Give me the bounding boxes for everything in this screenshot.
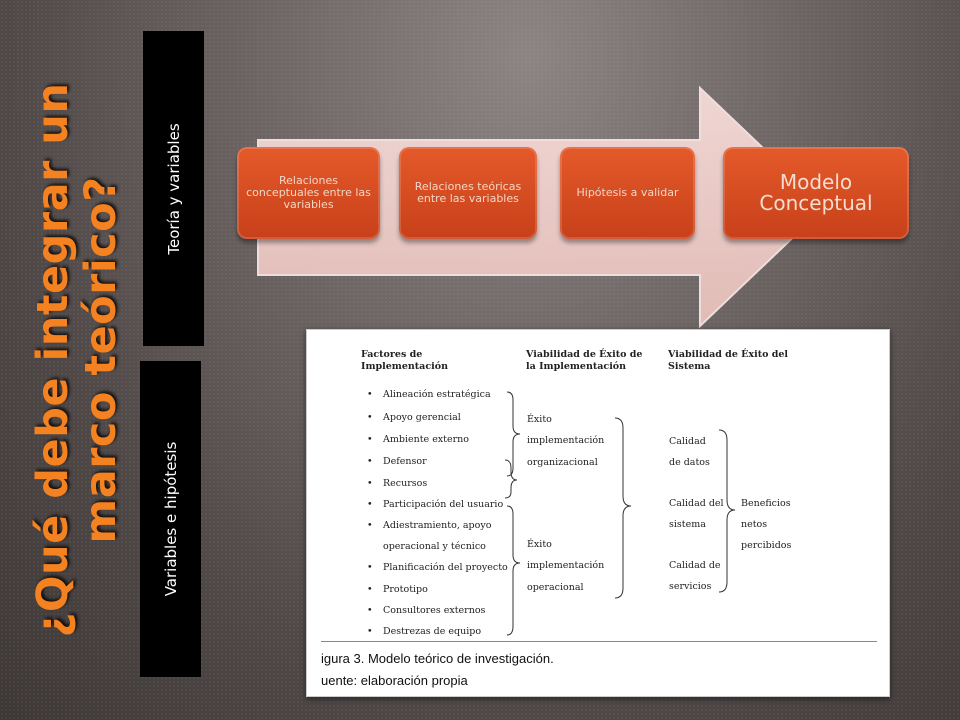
impl-1-line-3: organizacional <box>527 457 598 468</box>
impl-2-line-1: Éxito <box>527 539 552 550</box>
sys-1-line-2: de datos <box>669 457 710 468</box>
factor-bullet: • <box>367 499 373 510</box>
header-system: Viabilidad de Éxito del Sistema <box>668 349 789 372</box>
factor-item: Participación del usuario <box>383 499 504 510</box>
impl-2-line-3: operacional <box>527 582 584 593</box>
sys-2-line-1: Calidad del <box>669 498 724 509</box>
brace-connectors <box>504 391 736 636</box>
factor-bullet: • <box>367 605 373 616</box>
brace <box>614 417 632 599</box>
sys-3-line-2: servicios <box>669 581 712 592</box>
header-implementation: Viabilidad de Éxito de la Implementación <box>526 349 643 372</box>
factor-item: Destrezas de equipo <box>383 626 482 637</box>
factor-item: Adiestramiento, apoyo <box>383 520 492 531</box>
factor-item: Consultores externos <box>383 605 486 616</box>
brace <box>506 391 521 477</box>
step-box-4: Modelo Conceptual <box>723 147 909 239</box>
sidebar-bar-theory: Teoría y variables <box>143 31 204 346</box>
benefit-line-1: Beneficios <box>741 498 791 509</box>
factor-item: Ambiente externo <box>383 434 469 445</box>
benefit-line-2: netos <box>741 519 768 530</box>
impl-1-line-2: implementación <box>527 435 605 446</box>
factor-bullet: • <box>367 584 373 595</box>
factor-item: Planificación del proyecto <box>383 562 508 573</box>
step-label-1: Relaciones conceptuales entre las variab… <box>246 174 371 211</box>
factor-bullet: • <box>367 456 373 467</box>
brace <box>506 505 521 636</box>
brace <box>718 429 736 593</box>
factor-bullet: • <box>367 434 373 445</box>
step-label-3: Hipótesis a validar <box>576 186 679 199</box>
sys-3-line-1: Calidad de <box>669 560 721 571</box>
step-box-2: Relaciones teóricas entre las variables <box>399 147 537 239</box>
factor-item: Alineación estratégica <box>383 389 491 400</box>
factor-bullet: • <box>367 478 373 489</box>
sys-1-line-1: Calidad <box>669 436 706 447</box>
step-label-4: Modelo Conceptual <box>759 170 873 215</box>
sidebar-bar-hypothesis: Variables e hipótesis <box>140 361 201 677</box>
step-label-2: Relaciones teóricas entre las variables <box>414 180 522 205</box>
factor-bullet: • <box>367 389 373 400</box>
factor-item: Recursos <box>383 478 428 489</box>
factor-item: Defensor <box>383 456 427 467</box>
factor-bullet: • <box>367 412 373 423</box>
impl-1-line-1: Éxito <box>527 414 552 425</box>
step-box-1: Relaciones conceptuales entre las variab… <box>237 147 380 239</box>
factor-bullet: • <box>367 520 373 531</box>
brace <box>504 459 518 499</box>
figure-caption: igura 3. Modelo teórico de investigación… <box>321 651 554 666</box>
factor-bullet: • <box>367 626 373 637</box>
sys-2-line-2: sistema <box>669 519 706 530</box>
factor-item: Prototipo <box>383 584 428 595</box>
impl-2-line-2: implementación <box>527 560 605 571</box>
model-figure: Factores de Implementación Viabilidad de… <box>306 329 890 697</box>
step-box-3: Hipótesis a validar <box>560 147 695 239</box>
factor-item: Apoyo gerencial <box>383 412 461 423</box>
benefit-line-3: percibidos <box>741 540 792 551</box>
header-factors: Factores de Implementación <box>361 349 448 372</box>
factor-item-continuation: operacional y técnico <box>383 541 486 552</box>
figure-source: uente: elaboración propia <box>321 673 468 688</box>
caption-divider <box>321 641 877 642</box>
factor-bullet: • <box>367 562 373 573</box>
